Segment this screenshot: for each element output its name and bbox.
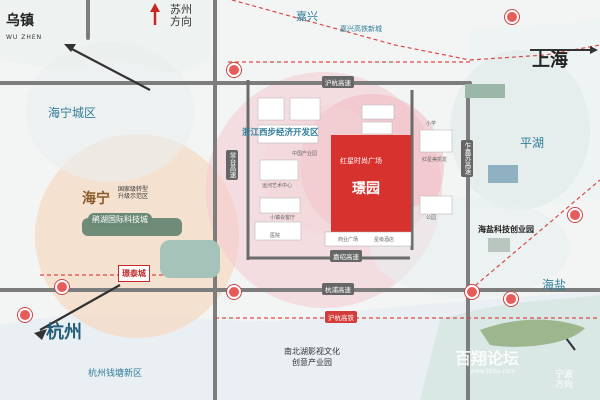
road-tag-huhang-gaotie: 沪杭高铁 [325, 311, 357, 323]
map-pin-icon[interactable] [18, 308, 32, 322]
road-tag-changtai: 常台高速 [226, 150, 238, 180]
suzhou-direction-label: 苏州 方向 [170, 3, 192, 28]
poi-hospital: 医院 [270, 233, 281, 239]
road-tag-hangpu: 杭浦高速 [322, 283, 354, 295]
road-tag-zhapu: 乍嘉苏高速 [461, 140, 473, 177]
watermark-text: 百翔论坛 [455, 349, 520, 368]
map-pin-icon[interactable] [227, 285, 241, 299]
intl-tech-label: 鹃湖国际科技城 [88, 213, 152, 226]
jiaxing-label: 嘉兴 [296, 10, 318, 23]
logo-en: WU ZHEN [6, 34, 43, 41]
project-name: 璟园 [352, 181, 380, 197]
poi-wenyi: 运河艺术中心 [262, 183, 293, 189]
map-pin-icon[interactable] [55, 280, 69, 294]
haiyan-tech-park-label: 海盐科技创业园 [478, 225, 534, 234]
map-pin-icon[interactable] [504, 292, 518, 306]
map-pin-icon[interactable] [568, 208, 582, 222]
nanbeihu-label: 南北湖影视文化 创意产业园 [284, 347, 340, 367]
project-badge: 红星时尚广场 [340, 157, 382, 165]
hangzhou-qiantang-label: 杭州钱塘新区 [88, 369, 143, 379]
haining-city-label: 海宁城区 [48, 106, 97, 120]
ningbo-direction-label: 宁波 方向 [555, 370, 574, 390]
project-brand: 璟泰城 [118, 265, 150, 282]
poi-commercial: 商业广场 [338, 237, 359, 243]
pinghu-label: 平湖 [520, 136, 545, 150]
road-tag-huhang-gaosu: 沪杭高速 [322, 76, 354, 88]
hangzhou-label: 杭州 [46, 322, 82, 343]
map-pin-icon[interactable] [505, 10, 519, 24]
poi-school: 小学 [426, 121, 437, 127]
haiyan-label: 海盐 [542, 278, 567, 292]
poi-hongxing: 红星美凯龙 [422, 157, 448, 163]
watermark-url: www.bbbs.com [470, 368, 516, 375]
poi-park: 公园 [426, 215, 437, 221]
road-tag-jiashao: 嘉绍高速 [330, 250, 362, 262]
jiaxing-station-label: 嘉兴高铁新城 [340, 25, 382, 33]
shanghai-label: 上海 [532, 50, 568, 71]
haining-label: 海宁 [82, 191, 110, 207]
poi-xiaozhen: 小镇会客厅 [270, 215, 296, 221]
haining-industry-label: 国家级转型 升级示范区 [118, 186, 149, 200]
poi-zhiyuan: 中国产业园 [292, 151, 318, 157]
poi-hotel: 星级酒店 [374, 237, 395, 243]
dev-zone-label: 浙江西步经济开发区 [242, 128, 319, 138]
logo-cn: 乌镇 [6, 13, 34, 29]
map-pin-icon[interactable] [227, 63, 241, 77]
map-pin-icon[interactable] [465, 285, 479, 299]
